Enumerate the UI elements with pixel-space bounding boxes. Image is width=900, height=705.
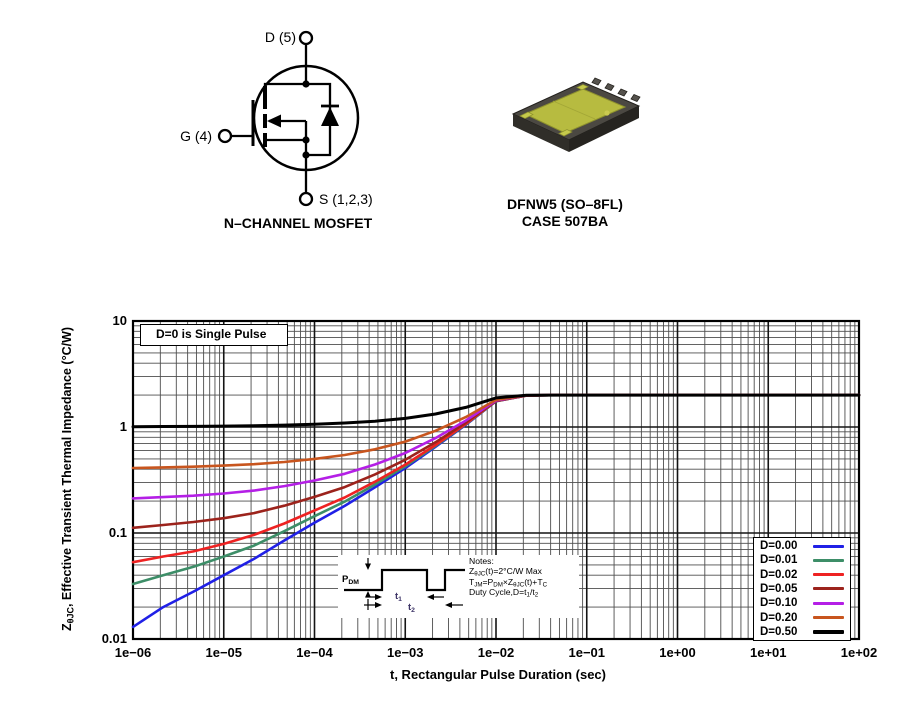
x-tick-label: 1e−03 bbox=[386, 645, 424, 660]
legend-label: D=0.00 bbox=[760, 540, 798, 553]
single-pulse-annotation: D=0 is Single Pulse bbox=[140, 324, 288, 346]
nchannel-mosfet-symbol-icon bbox=[217, 30, 360, 207]
legend-label: D=0.50 bbox=[760, 625, 798, 638]
curve-D=0.02 bbox=[131, 393, 861, 564]
legend-label: D=0.02 bbox=[760, 568, 798, 581]
y-tick-label: 0.1 bbox=[108, 525, 127, 540]
legend-item-D=0.02: D=0.02 bbox=[760, 568, 844, 581]
legend-swatch bbox=[813, 558, 844, 562]
x-tick-label: 1e+02 bbox=[840, 645, 878, 660]
x-tick-label: 1e−06 bbox=[114, 645, 152, 660]
x-tick-label: 1e−04 bbox=[296, 645, 333, 660]
pdm-label: PDM bbox=[342, 574, 359, 586]
x-tick-label: 1e−02 bbox=[477, 645, 515, 660]
legend-label: D=0.10 bbox=[760, 597, 798, 610]
package-photo bbox=[511, 77, 641, 152]
legend-swatch bbox=[813, 587, 844, 591]
pulse-definition-inset: PDM t1 t2 Notes: ZθJC(t)=2°C/W Max TJM=P… bbox=[338, 555, 579, 618]
legend-item-D=0.10: D=0.10 bbox=[760, 597, 844, 610]
legend-item-D=0.50: D=0.50 bbox=[760, 625, 844, 638]
y-tick-label: 10 bbox=[112, 313, 127, 328]
note-line-1: ZθJC(t)=2°C/W Max bbox=[469, 566, 542, 579]
legend-item-D=0.01: D=0.01 bbox=[760, 554, 844, 567]
y-axis-title: ZθJC, Effective Transient Thermal Impeda… bbox=[60, 326, 76, 632]
y-tick-label: 0.01 bbox=[101, 631, 127, 646]
legend-swatch bbox=[813, 629, 844, 634]
legend-label: D=0.01 bbox=[760, 554, 798, 567]
source-pin-label: S (1,2,3) bbox=[319, 191, 373, 207]
package-caption-line1: DFNW5 (SO–8FL) bbox=[507, 196, 623, 212]
legend-label: D=0.05 bbox=[760, 582, 798, 595]
curve-D=0.10 bbox=[131, 393, 861, 500]
curve-D=0.50 bbox=[131, 393, 861, 429]
legend-swatch bbox=[813, 573, 844, 577]
legend-swatch bbox=[813, 616, 844, 620]
x-tick-label: 1e−01 bbox=[568, 645, 605, 660]
drain-pin-label: D (5) bbox=[264, 29, 296, 45]
x-axis-title: t, Rectangular Pulse Duration (sec) bbox=[390, 667, 606, 682]
package-caption-line2: CASE 507BA bbox=[521, 213, 609, 229]
legend-item-D=0.05: D=0.05 bbox=[760, 582, 844, 595]
t2-label: t2 bbox=[408, 602, 415, 614]
x-tick-label: 1e+00 bbox=[659, 645, 696, 660]
x-tick-label: 1e−05 bbox=[205, 645, 242, 660]
curve-D=0.05 bbox=[131, 393, 861, 530]
legend-item-D=0.20: D=0.20 bbox=[760, 611, 844, 624]
chart-notes: Notes: ZθJC(t)=2°C/W Max TJM=PDM×ZθJC(t)… bbox=[469, 556, 579, 599]
legend-label: D=0.20 bbox=[760, 611, 798, 624]
note-line-2: TJM=PDM×ZθJC(t)+TC bbox=[469, 576, 548, 589]
y-tick-label: 1 bbox=[119, 419, 127, 434]
pulse-waveform-icon bbox=[344, 558, 465, 610]
note-line-3: Duty Cycle,D=t1/t2 bbox=[469, 586, 539, 599]
legend-swatch bbox=[813, 544, 844, 548]
legend-item-D=0.00: D=0.00 bbox=[760, 540, 844, 553]
gate-pin-label: G (4) bbox=[180, 128, 212, 144]
legend-swatch bbox=[813, 601, 844, 605]
curve-D=0.20 bbox=[131, 393, 861, 470]
mosfet-caption: N–CHANNEL MOSFET bbox=[223, 215, 373, 231]
x-tick-label: 1e+01 bbox=[749, 645, 787, 660]
note-line-0: Notes: bbox=[469, 556, 494, 566]
t1-label: t1 bbox=[395, 591, 402, 603]
